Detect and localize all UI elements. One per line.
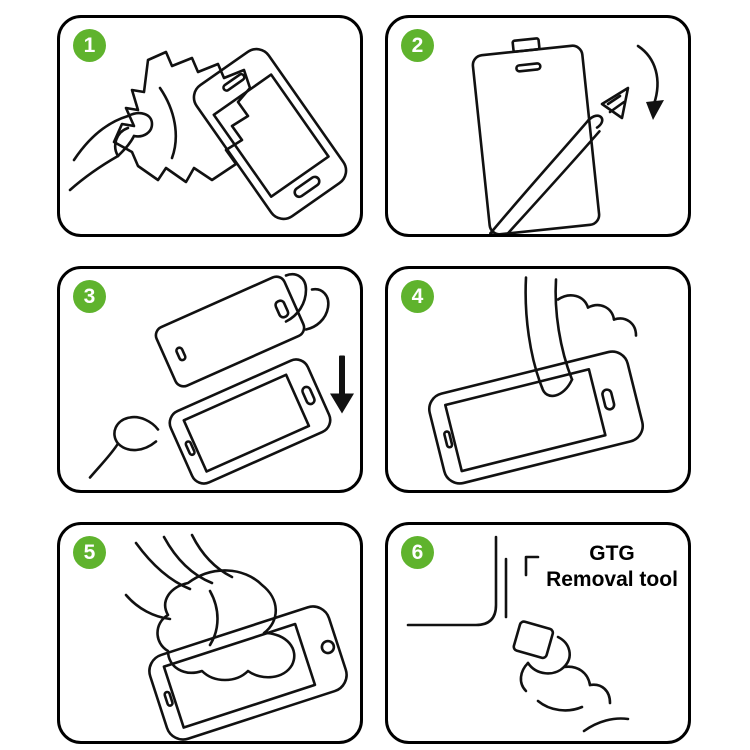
screen-corner-edge	[406, 535, 508, 627]
removal-tool-sticker	[512, 620, 555, 660]
hand-pinching-tool	[519, 635, 630, 733]
peeled-film-flap	[600, 86, 630, 120]
curved-down-arrow	[636, 44, 664, 120]
label-leader-line	[524, 555, 540, 577]
step-1-number-badge: 1	[73, 29, 106, 62]
step-panel-3: 3	[57, 266, 363, 493]
removal-tool-label-line1: GTG	[589, 542, 635, 565]
step-panel-1: 1	[57, 15, 363, 237]
polishing-cloth	[156, 569, 296, 682]
phone-outline	[427, 350, 645, 485]
step-panel-5: 5	[57, 522, 363, 744]
thumb-holding-phone	[88, 415, 160, 479]
tempered-glass	[154, 275, 306, 388]
step-5-number-badge: 5	[73, 536, 106, 569]
step-2-number-badge: 2	[401, 29, 434, 62]
step-panel-4: 4	[385, 266, 691, 493]
phone-outline	[192, 47, 348, 221]
step-3-illustration-align-glass	[88, 273, 354, 485]
fingers-holding-glass	[284, 273, 330, 331]
instruction-grid: 1 2	[57, 15, 691, 744]
step-4-number-badge: 4	[401, 280, 434, 313]
screen-protector-sheet	[471, 37, 604, 234]
step-2-illustration-peel-film	[471, 37, 664, 234]
phone-outline	[168, 358, 332, 485]
down-arrow	[330, 355, 354, 414]
step-3-number-badge: 3	[73, 280, 106, 313]
step-6-number-badge: 6	[401, 536, 434, 569]
pressing-finger	[524, 276, 638, 398]
step-4-illustration-press-screen	[427, 276, 645, 485]
step-panel-2: 2	[385, 15, 691, 237]
step-panel-6: 6 GTG Removal tool	[385, 522, 691, 744]
step-6-illustration-removal-tool	[406, 535, 630, 733]
phone-outline	[148, 605, 348, 741]
removal-tool-label-line2: Removal tool	[546, 568, 678, 592]
hand	[68, 111, 154, 192]
step-1-illustration-wipe-screen	[68, 47, 348, 221]
step-5-illustration-smooth-cloth	[124, 533, 348, 741]
hand	[124, 533, 234, 621]
removal-tool-label: GTG Removal tool	[534, 541, 690, 594]
cleaning-cloth	[112, 50, 252, 184]
